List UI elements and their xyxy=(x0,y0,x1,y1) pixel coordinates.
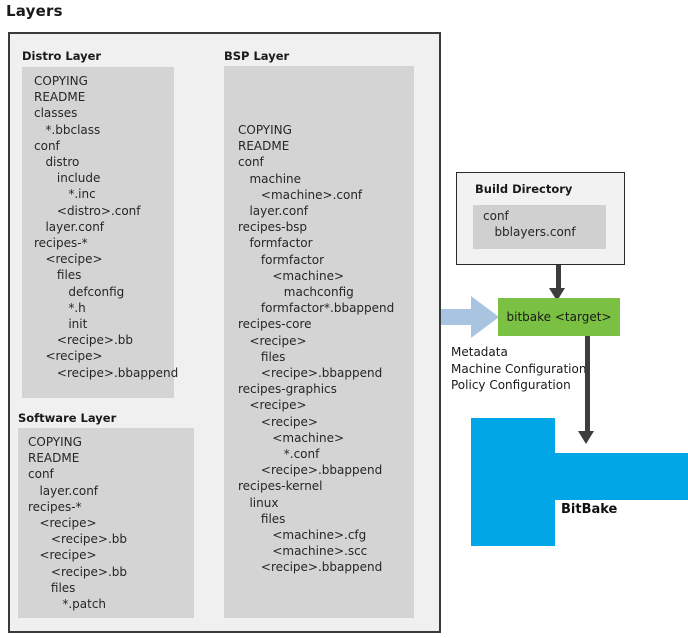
tree-line: include xyxy=(34,171,101,186)
tree-line: files xyxy=(238,511,286,526)
distro-layer-title: Distro Layer xyxy=(22,49,102,63)
arrow-builddir-to-bitbake-shaft xyxy=(556,265,561,290)
arrow-bitbake-to-engine-shaft xyxy=(585,336,590,433)
tree-line: COPYING xyxy=(28,435,82,449)
tree-line: *.patch xyxy=(28,597,107,612)
tree-line: <recipe> xyxy=(238,414,318,429)
tree-line: COPYING xyxy=(238,123,292,137)
tree-line: formfactor xyxy=(238,236,313,251)
tree-line: README xyxy=(238,139,290,154)
tree-line: machine xyxy=(238,171,302,186)
tree-line: init xyxy=(34,317,88,332)
tree-line: formfactor*.bbappend xyxy=(238,301,395,316)
arrow-builddir-to-bitbake-head-icon xyxy=(549,288,565,301)
metadata-labels: Metadata Machine Configuration Policy Co… xyxy=(451,344,586,394)
build-directory-tree: conf bblayers.conf xyxy=(473,208,606,240)
tree-line: conf xyxy=(28,467,54,482)
tree-line: <recipe> xyxy=(34,252,103,267)
tree-line: files xyxy=(28,580,76,595)
bitbake-command-label: bitbake <target> xyxy=(506,310,612,324)
tree-line: recipes-graphics xyxy=(238,382,337,397)
tree-line: layer.conf xyxy=(34,219,105,234)
tree-line: conf xyxy=(238,155,264,170)
tree-line: <recipe> xyxy=(28,548,97,563)
tree-line: <machine> xyxy=(238,430,345,445)
tree-line: recipes-* xyxy=(28,499,82,514)
tree-line: machconfig xyxy=(238,285,354,300)
tree-line: <recipe>.bb xyxy=(28,532,128,547)
tree-line: classes xyxy=(34,106,78,121)
build-directory-panel: conf bblayers.conf xyxy=(473,205,606,249)
tree-line: <machine>.conf xyxy=(238,187,363,202)
tree-line: <recipe> xyxy=(238,333,307,348)
tree-line: conf xyxy=(483,209,509,223)
tree-line: recipes-bsp xyxy=(238,220,308,235)
tree-line: <recipe>.bbappend xyxy=(238,463,383,478)
bsp-layer-title: BSP Layer xyxy=(224,49,290,63)
tree-line: <recipe>.bbappend xyxy=(34,365,179,380)
build-directory-title: Build Directory xyxy=(475,182,573,196)
page-title: Layers xyxy=(6,2,63,20)
tree-line: *.bbclass xyxy=(34,122,101,137)
software-layer-title: Software Layer xyxy=(18,411,117,425)
arrow-bitbake-to-engine-head-icon xyxy=(578,431,594,444)
tree-line: defconfig xyxy=(34,284,125,299)
tree-line: files xyxy=(238,349,286,364)
tree-line: *.h xyxy=(34,300,86,315)
tree-line: README xyxy=(34,90,86,105)
tree-line: distro xyxy=(34,155,80,170)
build-directory-box: Build Directory conf bblayers.conf xyxy=(456,172,625,265)
bitbake-command-box[interactable]: bitbake <target> xyxy=(498,298,620,336)
tree-line: <machine>.scc xyxy=(238,544,368,559)
tree-line: files xyxy=(34,268,82,283)
bitbake-engine-label: BitBake xyxy=(561,502,618,517)
tree-line: recipes-* xyxy=(34,236,88,251)
bitbake-engine-shape xyxy=(471,418,688,546)
tree-line: formfactor xyxy=(238,252,325,267)
tree-line: <recipe> xyxy=(34,349,103,364)
tree-line: README xyxy=(28,451,80,466)
tree-line: linux xyxy=(238,495,279,510)
tree-line: conf xyxy=(34,138,60,153)
metadata-arrow-icon xyxy=(441,296,499,338)
tree-line: <recipe>.bbappend xyxy=(238,560,383,575)
metadata-line: Machine Configuration xyxy=(451,361,587,376)
tree-line: <distro>.conf xyxy=(34,203,141,218)
tree-line: recipes-kernel xyxy=(238,479,323,494)
metadata-line: Policy Configuration xyxy=(451,378,571,392)
tree-line: <machine> xyxy=(238,268,345,283)
tree-line: layer.conf xyxy=(28,483,99,498)
tree-line: <recipe> xyxy=(28,516,97,531)
tree-line: <machine>.cfg xyxy=(238,528,367,543)
tree-line: layer.conf xyxy=(238,204,309,219)
tree-line: <recipe>.bb xyxy=(34,333,134,348)
tree-line: <recipe> xyxy=(238,398,307,413)
tree-line: *.conf xyxy=(238,447,320,462)
tree-line: <recipe>.bb xyxy=(28,564,128,579)
tree-line: bblayers.conf xyxy=(483,225,576,240)
tree-line: COPYING xyxy=(34,74,88,88)
tree-line: <recipe>.bbappend xyxy=(238,366,383,381)
metadata-line: Metadata xyxy=(451,345,508,359)
tree-line: recipes-core xyxy=(238,317,312,332)
tree-line: *.inc xyxy=(34,187,96,202)
